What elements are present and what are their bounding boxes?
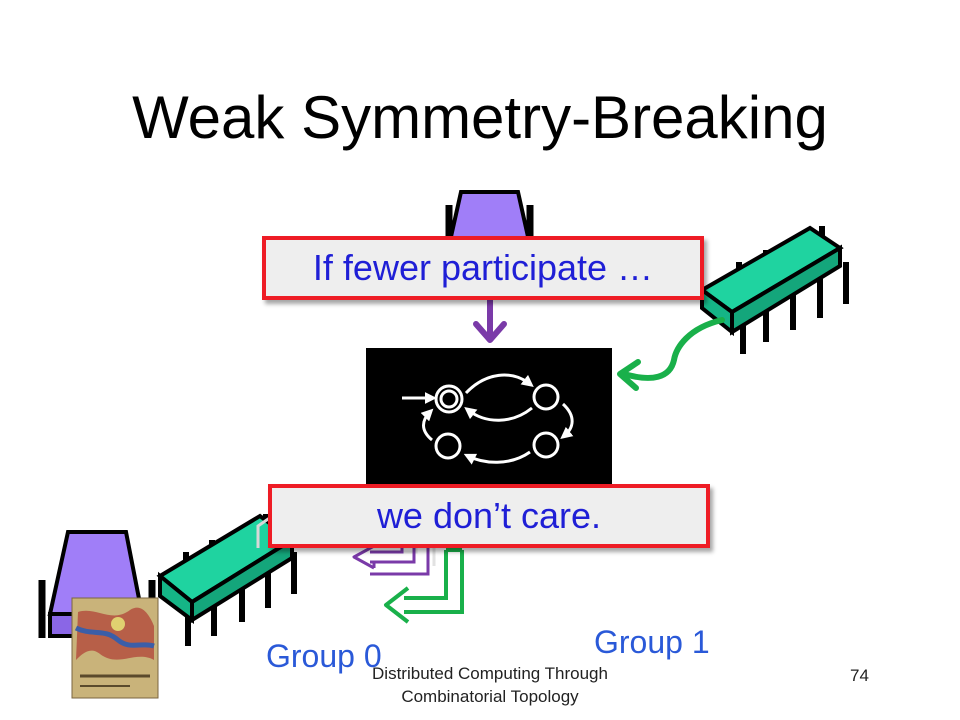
green-arrow-curve bbox=[621, 317, 725, 381]
slide-footer: Distributed Computing Through Combinator… bbox=[300, 662, 680, 708]
green-process-icon bbox=[698, 225, 849, 354]
green-hollow-arrow bbox=[384, 548, 464, 624]
footer-line-1: Distributed Computing Through bbox=[372, 664, 608, 683]
slide-title: Weak Symmetry-Breaking bbox=[132, 84, 828, 151]
group-1-label: Group 1 bbox=[594, 624, 710, 660]
automaton-box bbox=[366, 348, 612, 494]
page-number: 74 bbox=[850, 666, 869, 685]
footer-line-2: Combinatorial Topology bbox=[401, 687, 579, 706]
green-arrow-curve-head bbox=[617, 359, 641, 391]
callout-dont-care: we don’t care. bbox=[268, 484, 710, 548]
group-0-label: Group 0 bbox=[266, 638, 382, 674]
purple-arrow-down-head bbox=[473, 321, 507, 343]
book-cover-icon bbox=[71, 597, 159, 699]
callout-fewer-participate: If fewer participate … bbox=[262, 236, 704, 300]
